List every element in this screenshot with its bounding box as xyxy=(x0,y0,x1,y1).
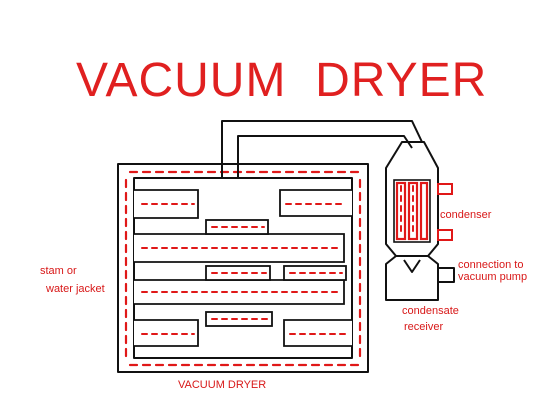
shelf-middle-4 xyxy=(205,311,273,327)
jacket-label-line2: water jacket xyxy=(45,283,105,295)
receiver-label-line2: receiver xyxy=(404,321,443,333)
jacket-label-line1: stam or xyxy=(40,265,77,277)
vapor-pipe xyxy=(221,120,423,178)
shelf-right-2 xyxy=(283,319,352,347)
heating-jacket xyxy=(124,170,362,367)
condenser-label: condenser xyxy=(440,209,492,221)
condenser-vessel xyxy=(385,141,453,257)
vacuum-pump-label-line1: connection to xyxy=(458,259,523,271)
vacuum-pump-label-line2: vacuum pump xyxy=(458,271,527,283)
condensate-receiver xyxy=(385,255,455,301)
diagram-caption: VACUUM DRYER xyxy=(178,379,266,391)
dryer-chamber-inner-wall xyxy=(133,177,353,359)
drying-shelves xyxy=(134,189,352,347)
diagram-title: VACUUM DRYER xyxy=(76,54,487,107)
receiver-label-line1: condensate xyxy=(402,305,459,317)
dryer-chamber-outer-wall xyxy=(117,163,369,373)
